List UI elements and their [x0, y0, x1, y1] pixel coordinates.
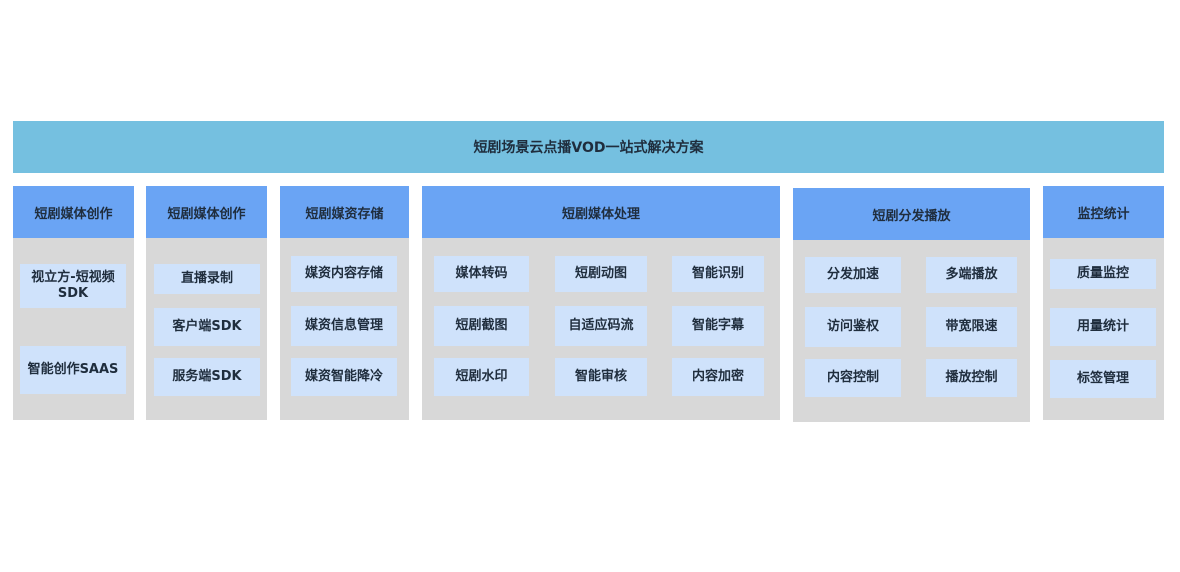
column-media-creation-2: 短剧媒体创作 直播录制 客户端SDK 服务端SDK	[146, 186, 267, 420]
module-box: 访问鉴权	[805, 307, 901, 347]
column-header: 短剧媒体创作	[146, 186, 267, 238]
module-box: 媒体转码	[434, 256, 529, 292]
column-monitoring: 监控统计 质量监控 用量统计 标签管理	[1043, 186, 1164, 420]
module-box: 媒资智能降冷	[291, 358, 397, 396]
module-box: 服务端SDK	[154, 358, 260, 396]
column-header: 短剧媒体创作	[13, 186, 134, 238]
module-box: 分发加速	[805, 257, 901, 293]
column-media-storage: 短剧媒资存储 媒资内容存储 媒资信息管理 媒资智能降冷	[280, 186, 409, 420]
module-box: 质量监控	[1050, 259, 1156, 289]
module-box: 媒资信息管理	[291, 306, 397, 346]
module-box: 标签管理	[1050, 360, 1156, 398]
column-header: 短剧媒资存储	[280, 186, 409, 238]
module-box: 短剧水印	[434, 358, 529, 396]
module-box: 智能识别	[672, 256, 764, 292]
module-box: 短剧截图	[434, 306, 529, 346]
module-box: 智能字幕	[672, 306, 764, 346]
solution-title: 短剧场景云点播VOD一站式解决方案	[473, 140, 704, 156]
module-box: 直播录制	[154, 264, 260, 294]
module-box: 媒资内容存储	[291, 256, 397, 292]
module-box: 内容控制	[805, 359, 901, 397]
module-box: 自适应码流	[555, 306, 647, 346]
module-box: 用量统计	[1050, 308, 1156, 346]
column-distribution-playback: 短剧分发播放 分发加速 多端播放 访问鉴权 带宽限速 内容控制 播放控制	[793, 188, 1030, 422]
module-box: 带宽限速	[926, 307, 1017, 347]
module-box: 内容加密	[672, 358, 764, 396]
module-box: 播放控制	[926, 359, 1017, 397]
column-header: 短剧媒体处理	[422, 186, 780, 238]
module-box: 视立方-短视频SDK	[20, 264, 126, 308]
column-media-creation-1: 短剧媒体创作 视立方-短视频SDK 智能创作SAAS	[13, 186, 134, 420]
module-box: 短剧动图	[555, 256, 647, 292]
module-box: 智能审核	[555, 358, 647, 396]
module-box: 智能创作SAAS	[20, 346, 126, 394]
column-header: 监控统计	[1043, 186, 1164, 238]
column-media-processing: 短剧媒体处理 媒体转码 短剧动图 智能识别 短剧截图 自适应码流 智能字幕 短剧…	[422, 186, 780, 420]
module-box: 多端播放	[926, 257, 1017, 293]
solution-title-banner: 短剧场景云点播VOD一站式解决方案	[13, 121, 1164, 173]
module-box: 客户端SDK	[154, 308, 260, 346]
column-header: 短剧分发播放	[793, 188, 1030, 240]
